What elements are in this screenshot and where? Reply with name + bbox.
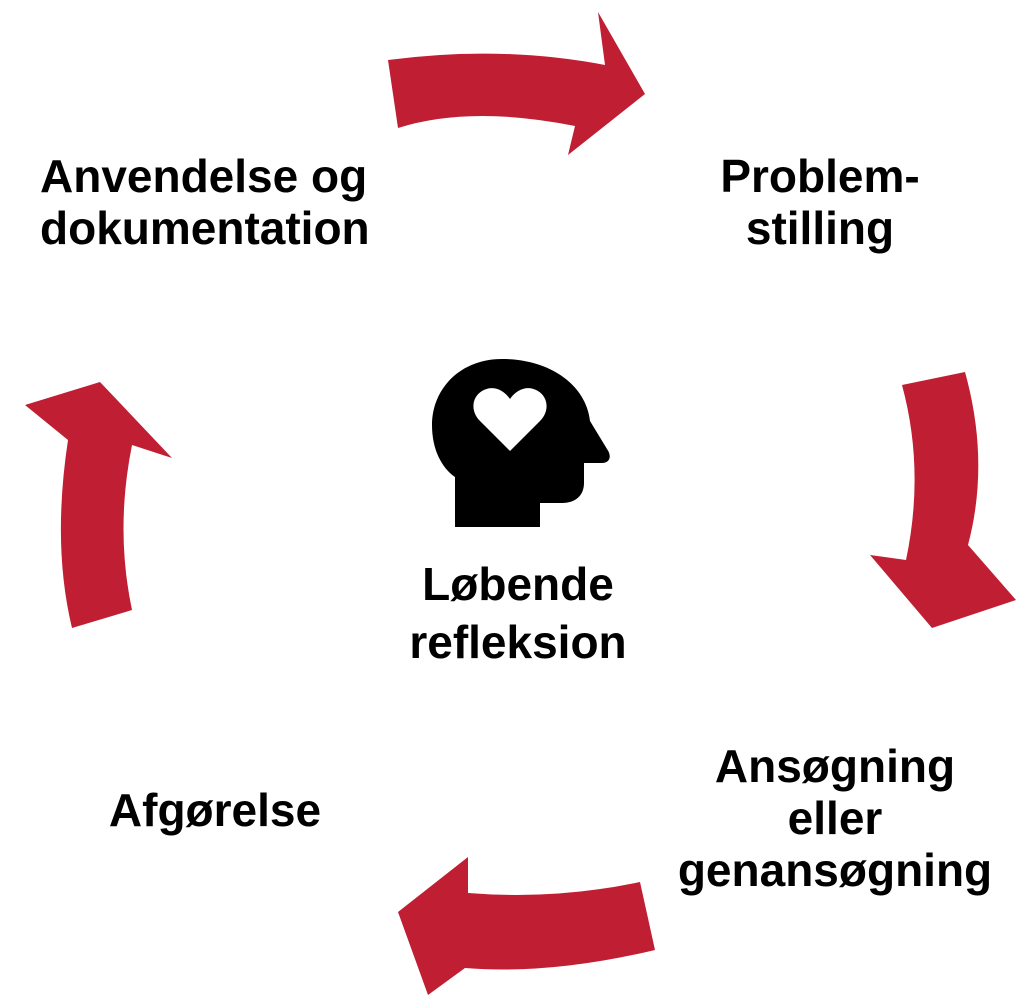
step-line: Afgørelse [108,784,322,836]
head-with-heart-icon [432,359,610,527]
step-anvendelse-og-dokumentation: Anvendelse og dokumentation [40,150,400,254]
arrow-ansoegning-to-afgoerelse [398,857,655,995]
center-line: refleksion [409,616,627,668]
step-line: stilling [745,202,895,254]
step-line: eller [787,792,883,844]
arrow-problem-to-ansoegning [870,372,1016,628]
arrow-anvendelse-to-problem [388,12,645,155]
heart-shape [473,388,547,451]
step-ansoegning-eller-genansoegning: Ansøgning eller genansøgning [640,740,1030,896]
arrow-afgoerelse-to-anvendelse [25,382,172,628]
center-label-loebende-refleksion: Løbende refleksion [388,555,648,671]
step-afgoerelse: Afgørelse [80,784,350,836]
step-line: Anvendelse og [40,150,368,202]
step-line: Ansøgning [714,740,956,792]
step-problemstilling: Problem- stilling [680,150,960,254]
step-line: dokumentation [40,202,370,254]
center-line: Løbende [422,558,614,610]
head-silhouette [432,359,610,527]
step-line: Problem- [720,150,920,202]
step-line: genansøgning [677,844,993,896]
